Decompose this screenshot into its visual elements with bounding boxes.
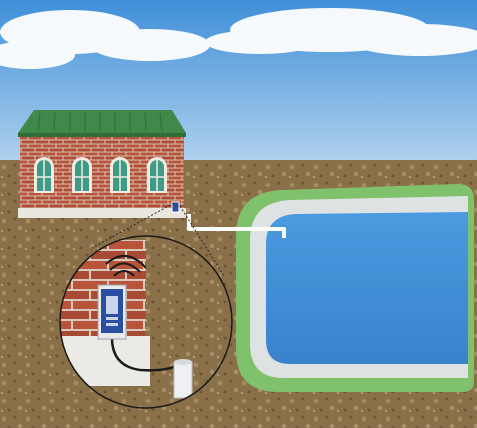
inset-level-sensor xyxy=(173,359,193,399)
clouds xyxy=(0,8,477,69)
small-device-icon xyxy=(171,201,180,213)
building-windows xyxy=(34,157,167,193)
wireless-signal-icon xyxy=(105,255,147,277)
building-roof xyxy=(18,110,186,133)
swimming-pool xyxy=(236,184,474,392)
magnifier-inset xyxy=(59,235,233,409)
sensor-pipe xyxy=(187,214,286,238)
brick-building xyxy=(18,110,186,218)
zoom-lines xyxy=(91,202,225,277)
pool-water xyxy=(266,212,468,364)
inset-transmitter-device xyxy=(97,284,127,340)
